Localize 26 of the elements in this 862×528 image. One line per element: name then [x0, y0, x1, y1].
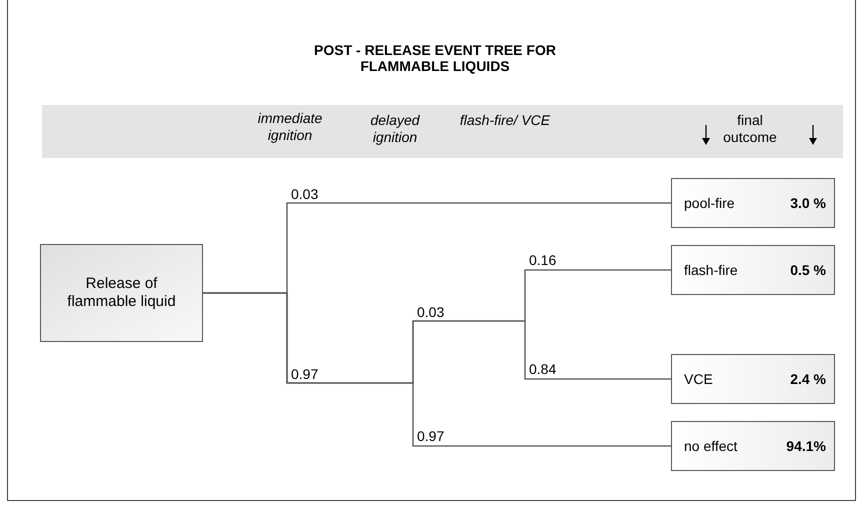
column-heading: delayed ignition	[369, 112, 421, 146]
event-box	[40, 244, 203, 342]
outcome-box	[671, 354, 835, 404]
probability-label: 0.97	[290, 366, 320, 382]
outcome-box	[671, 245, 835, 295]
diagram-title: POST - RELEASE EVENT TREE FOR FLAMMABLE LIQUIDS	[313, 42, 557, 74]
outcome-box	[671, 178, 835, 228]
column-heading: flash-fire/ VCE	[458, 112, 552, 129]
outcome-name: VCE	[684, 370, 713, 388]
outcome-percentage: 0.5 %	[790, 262, 826, 278]
outcome-name: pool-fire	[684, 194, 735, 212]
outcome-name: flash-fire	[684, 262, 738, 278]
outcome-percentage: 94.1%	[786, 438, 826, 454]
probability-label: 0.03	[290, 186, 320, 202]
probability-label: 0.16	[528, 252, 558, 268]
probability-label: 0.03	[416, 304, 446, 320]
probability-label: 0.97	[416, 428, 446, 444]
event-text: Release of flammable liquid	[66, 275, 177, 311]
outcome-percentage: 2.4 %	[790, 370, 826, 388]
outcome-box	[671, 421, 835, 471]
column-heading: immediate ignition	[256, 110, 324, 144]
column-heading: final outcome	[722, 112, 778, 146]
branch-line	[203, 292, 671, 447]
outcome-name: no effect	[684, 438, 738, 454]
probability-label: 0.84	[528, 361, 558, 377]
outcome-percentage: 3.0 %	[790, 194, 826, 212]
